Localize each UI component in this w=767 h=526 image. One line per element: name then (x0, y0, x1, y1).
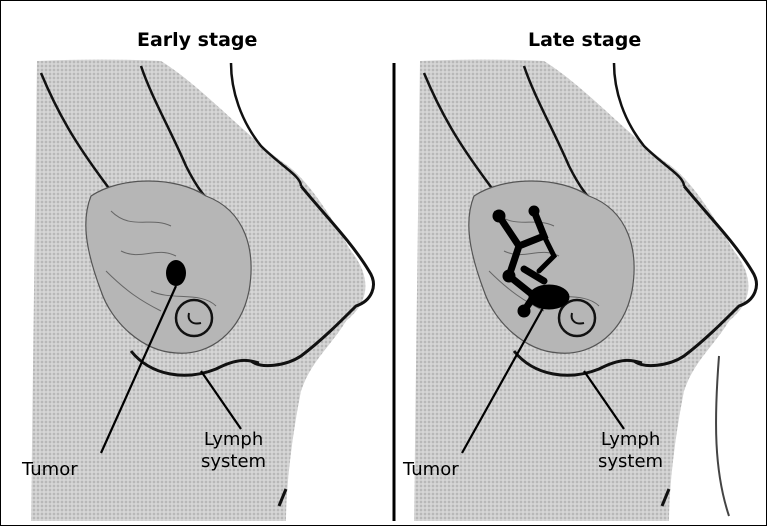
early-lymph-label: Lymph system (201, 429, 266, 473)
late-lymph-label-line2: system (598, 451, 663, 473)
early-tumor-label: Tumor (22, 459, 78, 481)
early-tumor-dot (166, 260, 186, 286)
late-lymph-label-line1: Lymph (598, 429, 663, 451)
early-lymph-label-line1: Lymph (201, 429, 266, 451)
late-stage-title: Late stage (528, 29, 641, 51)
late-tumor-label: Tumor (403, 459, 459, 481)
late-stage-panel (414, 60, 756, 522)
early-stage-title: Early stage (137, 29, 257, 51)
late-back-outline (716, 356, 729, 516)
late-lymph-label: Lymph system (598, 429, 663, 473)
early-lymph-label-line2: system (201, 451, 266, 473)
